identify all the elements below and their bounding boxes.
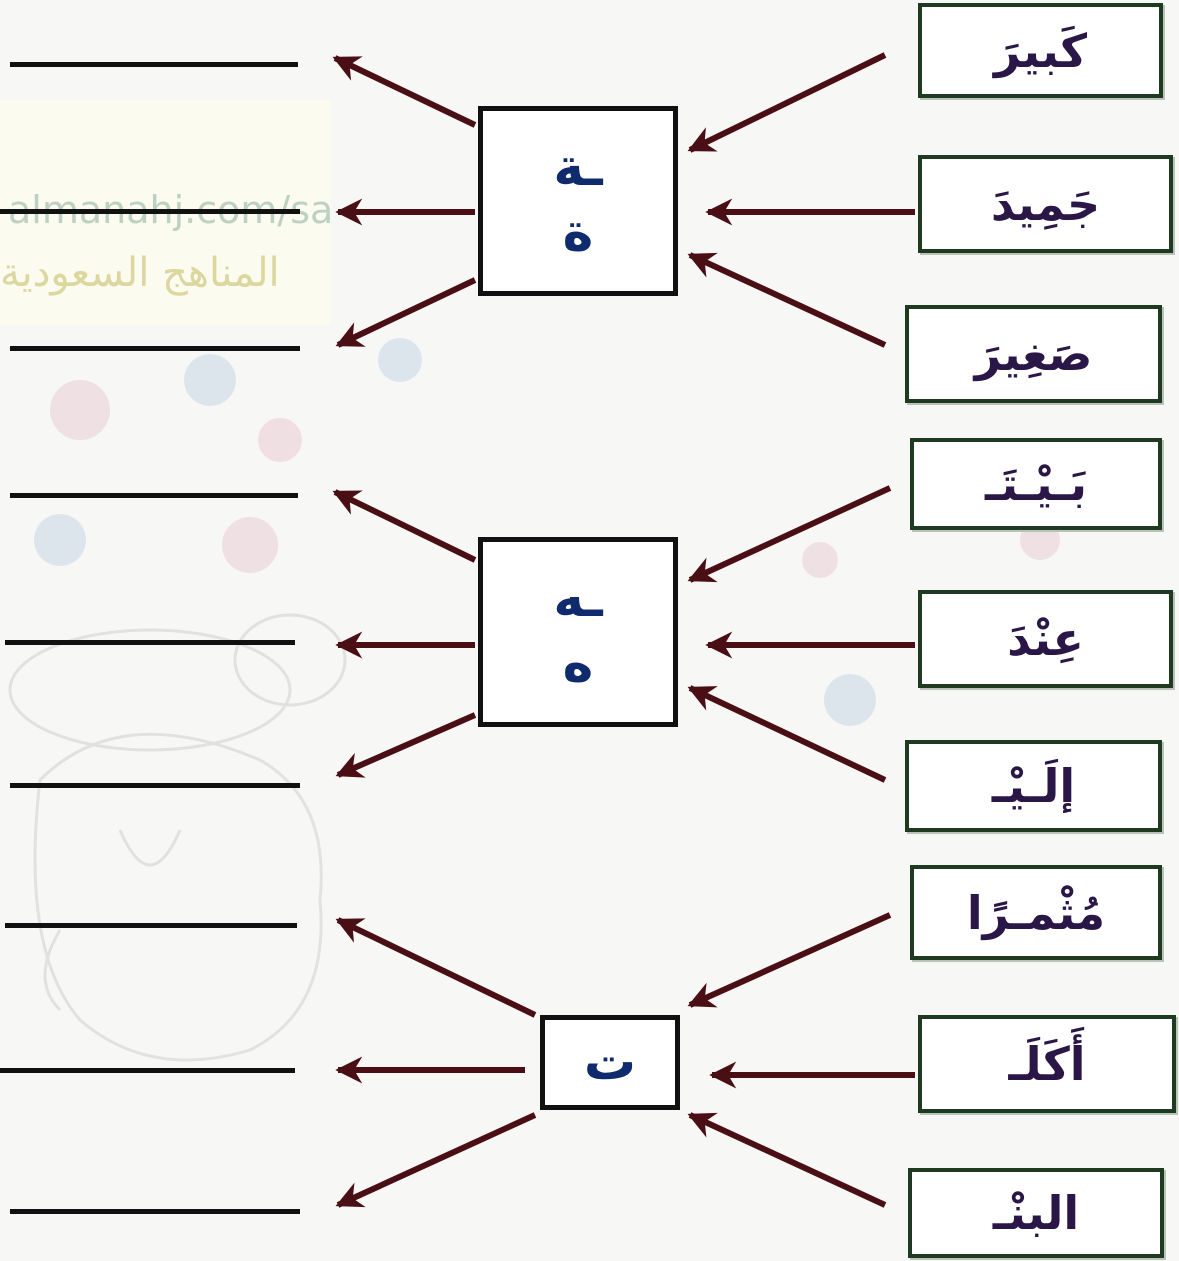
answer-line[interactable]: [5, 923, 297, 928]
letter-box-taa: ت: [540, 1015, 680, 1110]
word-box: البنْـ: [908, 1168, 1164, 1258]
word-text: بَـيْـتَـ: [985, 457, 1087, 511]
answer-line[interactable]: [10, 62, 298, 67]
watermark-text: المناهج السعودية: [0, 250, 280, 296]
letter-box-taa-marbuta: ـة ة: [478, 106, 678, 296]
word-text: أَكَلَـ: [1008, 1037, 1086, 1091]
answer-line[interactable]: [5, 640, 295, 645]
word-text: إلَـيْـ: [991, 759, 1076, 813]
word-box: بَـيْـتَـ: [910, 438, 1162, 530]
word-box: مُثْمـرًا: [910, 865, 1162, 960]
answer-line[interactable]: [10, 346, 300, 351]
letter-isolated-form: ت: [583, 1032, 637, 1092]
word-text: عِنْدَ: [1007, 612, 1084, 666]
answer-line[interactable]: [0, 209, 300, 214]
letter-box-haa: ـه ه: [478, 537, 678, 727]
word-box: أَكَلَـ: [918, 1015, 1176, 1113]
arrow: [687, 52, 887, 153]
word-box: إلَـيْـ: [905, 740, 1162, 832]
arrow: [332, 489, 477, 563]
arrow: [687, 485, 892, 583]
arrow: [335, 917, 537, 1018]
letter-isolated-form: ة: [562, 203, 594, 263]
arrow: [687, 1112, 887, 1208]
word-box: عِنْدَ: [918, 590, 1173, 688]
arrow: [332, 55, 477, 128]
letter-medial-form: ـة: [553, 138, 603, 198]
answer-line[interactable]: [0, 1068, 295, 1073]
arrow: [335, 1112, 537, 1208]
word-box: جَمِيدَ: [918, 155, 1173, 253]
letter-medial-form: ـه: [553, 569, 603, 629]
arrow: [335, 712, 477, 778]
word-box: صَغِيرَ: [905, 305, 1162, 403]
letter-isolated-form: ه: [562, 634, 594, 694]
answer-line[interactable]: [10, 1209, 300, 1214]
word-text: البنْـ: [992, 1186, 1080, 1240]
word-text: جَمِيدَ: [990, 177, 1101, 231]
word-text: كَبيرَ: [994, 23, 1087, 78]
arrow: [687, 685, 887, 783]
word-text: صَغِيرَ: [974, 327, 1093, 381]
word-box: كَبيرَ: [918, 3, 1163, 98]
arrow: [687, 252, 887, 348]
arrow: [687, 912, 892, 1008]
answer-line[interactable]: [10, 783, 300, 788]
word-text: مُثْمـرًا: [966, 885, 1106, 940]
answer-line[interactable]: [10, 493, 298, 498]
arrow: [335, 277, 477, 348]
